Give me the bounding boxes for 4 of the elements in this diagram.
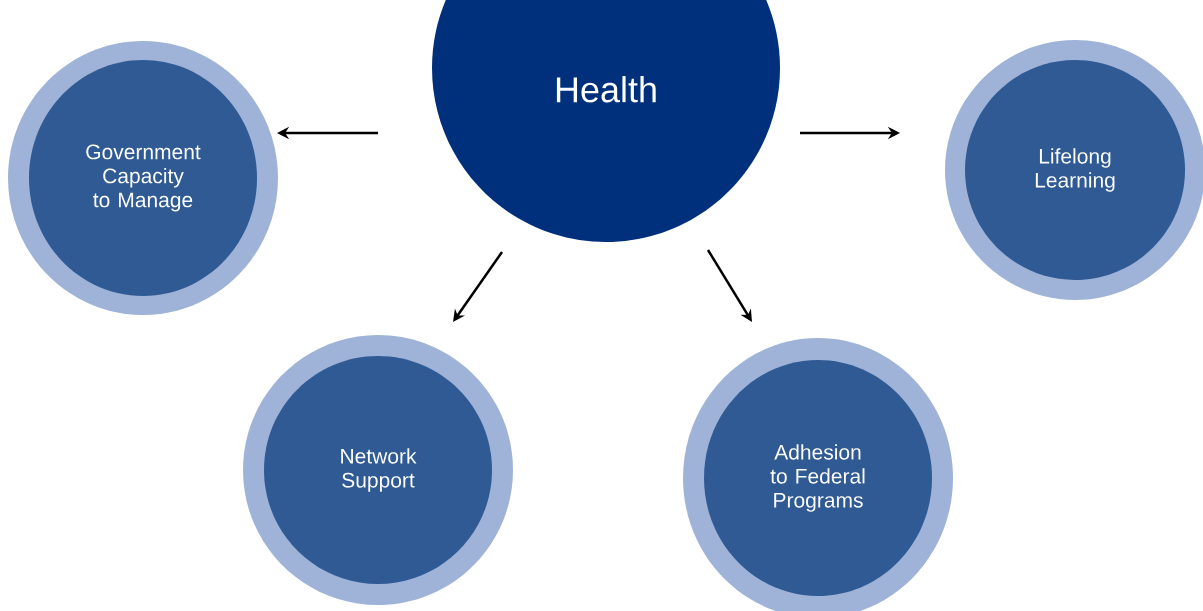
arrow	[453, 251, 504, 322]
circle-node: Network Support	[243, 335, 513, 605]
arrow	[706, 249, 752, 322]
circle-node: Government Capacity to Manage	[8, 41, 278, 315]
